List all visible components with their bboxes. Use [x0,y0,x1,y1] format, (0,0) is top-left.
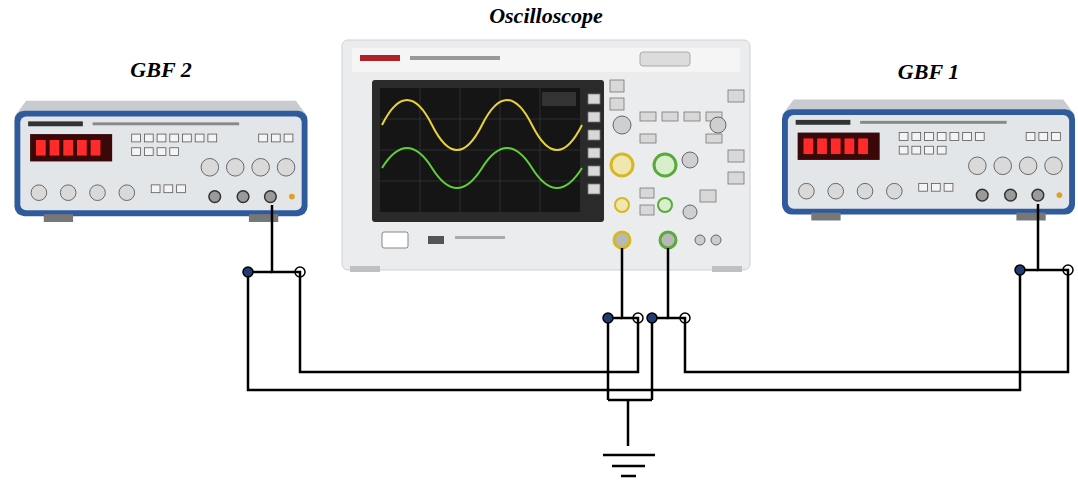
terminal-dot [1063,265,1073,275]
terminal-dot [243,267,253,277]
oscilloscope-body [640,188,654,198]
ground-symbol [621,475,636,478]
oscilloscope-body [380,150,580,151]
oscilloscope-body [382,148,582,188]
oscilloscope-body [640,134,656,143]
oscilloscope-body [588,166,600,176]
oscilloscope-body [640,52,690,66]
probe-leads [627,400,630,446]
probe-leads [271,205,274,222]
oscilloscope-body [588,94,600,104]
oscilloscope-body [455,236,505,239]
terminal-dot [680,313,690,323]
oscilloscope-body [695,235,705,245]
oscilloscope-body [700,190,716,202]
oscilloscope-body [710,117,726,133]
oscilloscope-body [382,232,408,248]
oscilloscope-body [588,184,600,194]
function-generator [782,99,1075,220]
oscilloscope-body [662,112,678,121]
probe-leads [621,248,624,272]
terminal-dot [647,313,657,323]
oscilloscope-body [382,100,582,150]
oscilloscope-body [706,134,722,143]
oscilloscope-body [352,48,740,72]
instrument-label: Oscilloscope [489,4,603,28]
oscilloscope-body [380,181,580,182]
instrument-label: GBF 1 [898,60,959,84]
oscilloscope-body [660,232,676,248]
oscilloscope-body [380,119,580,120]
terminal-dot [1015,265,1025,275]
oscilloscope-body [684,112,700,121]
oscilloscope-body [728,172,744,184]
oscilloscope-body [613,116,631,134]
probe-leads [667,248,670,272]
oscilloscope-body [428,236,444,244]
oscilloscope-body [614,232,630,248]
oscilloscope-body [588,112,600,122]
oscilloscope-body [372,80,604,222]
oscilloscope-body [342,40,750,272]
oscilloscope-body [342,40,750,270]
generator-box: GBF 1 [782,60,1075,222]
oscilloscope-body [610,98,624,110]
ground-symbol [612,465,645,468]
oscilloscope-body [588,148,600,158]
oscilloscope-body [588,130,600,140]
oscilloscope-body [711,235,721,245]
oscilloscope-body [588,80,744,215]
instrument-label: GBF 2 [130,58,191,82]
oscilloscope-body [615,198,629,212]
probe-leads [248,204,1038,446]
oscilloscope-body [611,154,633,176]
oscilloscope-body [410,56,500,60]
oscilloscope-body [682,152,698,168]
ground-symbol [603,454,655,457]
terminal-dot [603,313,613,323]
oscilloscope-body [658,198,672,212]
probe-leads [1037,204,1040,222]
oscilloscope-body [654,154,676,176]
oscilloscope-body [380,88,580,212]
probe-leads [608,399,652,402]
oscilloscope-box: Oscilloscope [340,4,752,272]
ground-symbol [603,455,655,476]
probe-leads [248,270,1020,390]
terminal-dot [243,265,1073,323]
terminal-dot [295,267,305,277]
terminal-dot [633,313,643,323]
function-generator [14,101,307,222]
oscilloscope-body [610,80,624,92]
oscilloscope-body [640,112,656,121]
function-generator [782,99,1075,220]
oscilloscope-body [360,55,400,61]
oscilloscope-body [728,90,744,102]
oscilloscope-body [380,88,580,212]
generator-box: GBF 2 [10,58,312,222]
oscilloscope-body [683,205,697,219]
oscilloscope-body [542,92,576,106]
oscilloscope-body [350,266,380,272]
probe-leads [607,318,610,400]
oscilloscope-body [728,150,744,162]
oscilloscope-body [712,266,742,272]
oscilloscope-body [640,205,654,215]
function-generator [14,101,307,222]
probe-leads [651,318,654,400]
